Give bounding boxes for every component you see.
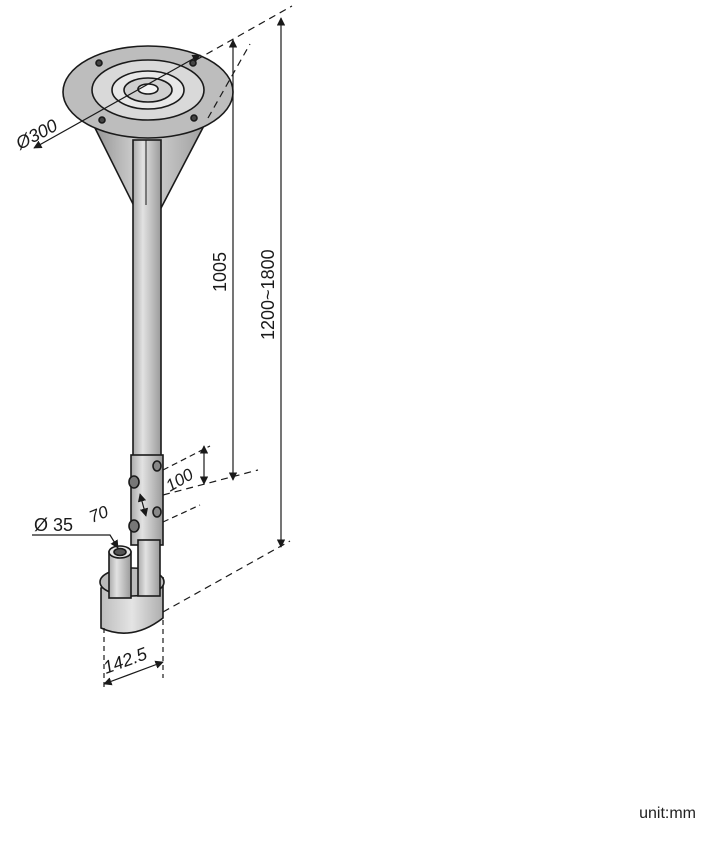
- pin-icon: [152, 460, 162, 472]
- screw-icon: [190, 114, 198, 122]
- pin-icon: [128, 475, 140, 489]
- dim-70-line: [137, 493, 149, 517]
- unit-label: unit:mm: [639, 805, 696, 822]
- pole: [128, 139, 164, 546]
- dim-70-label: 70: [86, 502, 111, 527]
- dim-1005-label: 1005: [210, 252, 230, 292]
- dim-tube-diameter-label: Ø 35: [34, 515, 73, 535]
- pin-icon: [128, 519, 140, 533]
- pin-icon: [152, 506, 162, 518]
- screw-icon: [95, 59, 103, 67]
- dim-head-diameter-label: Ø300: [12, 115, 61, 154]
- pole-base: [99, 539, 165, 634]
- dim-head-diameter-line: [33, 54, 201, 149]
- dimension-lines: [32, 5, 293, 690]
- dim-base-line: [103, 660, 164, 686]
- base-tube: [108, 551, 132, 599]
- screw-icon: [189, 59, 197, 67]
- dim-100-label: 100: [163, 465, 198, 496]
- dim-tube-leader: [32, 534, 119, 549]
- dim-base-width-label: 142.5: [101, 643, 151, 678]
- screw-icon: [98, 116, 106, 124]
- dim-overall-label: 1200~1800: [258, 249, 278, 340]
